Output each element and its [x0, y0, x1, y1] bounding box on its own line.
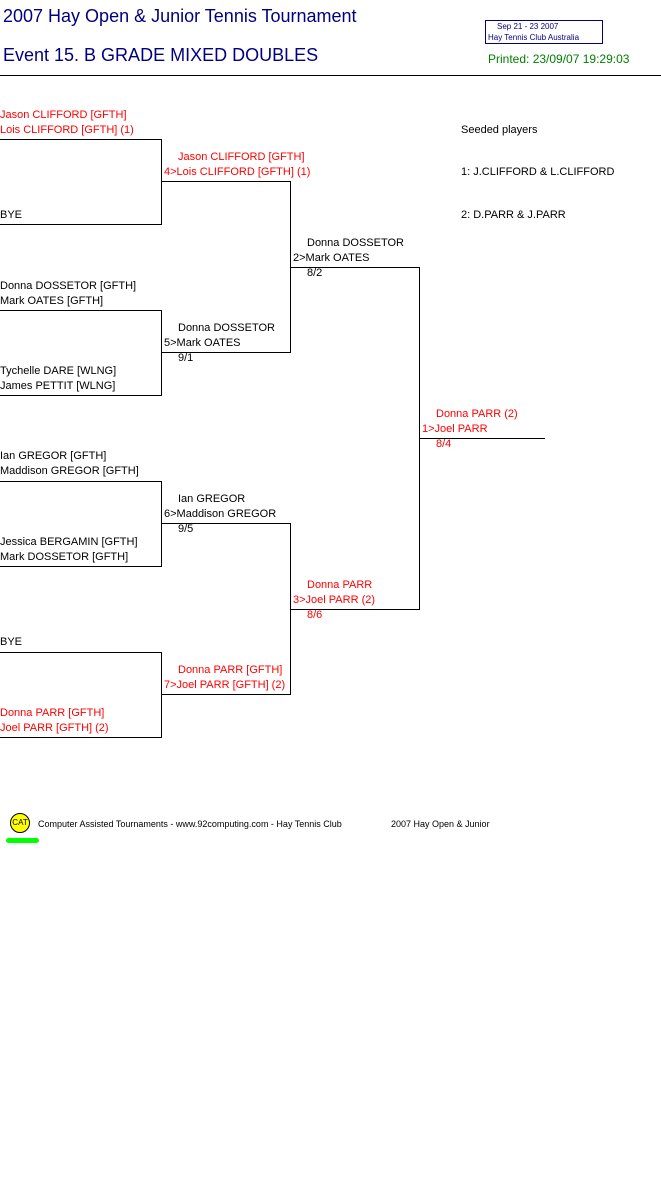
- semi-winner: 2>Mark OATES: [293, 252, 370, 264]
- footer-credit: Computer Assisted Tournaments - www.92co…: [38, 819, 342, 829]
- seed-2: 2: D.PARR & J.PARR: [461, 209, 566, 221]
- player-name: James PETTIT [WLNG]: [0, 380, 116, 392]
- player-name: Joel PARR [GFTH] (2): [0, 722, 109, 734]
- draw-connector: [161, 310, 162, 396]
- draw-line: [162, 181, 291, 182]
- player-name: Mark DOSSETOR [GFTH]: [0, 551, 129, 563]
- player-name: Donna PARR [GFTH]: [0, 707, 105, 719]
- match-winner: 5>Mark OATES: [164, 337, 241, 349]
- semi-winner: Donna PARR: [307, 579, 373, 591]
- draw-line: [162, 352, 291, 353]
- draw-line: [162, 523, 291, 524]
- seed-1: 1: J.CLIFFORD & L.CLIFFORD: [461, 166, 615, 178]
- match-winner: Jason CLIFFORD [GFTH]: [178, 151, 305, 163]
- match-winner: Donna PARR [GFTH]: [178, 664, 283, 676]
- draw-connector: [161, 481, 162, 567]
- draw-line: [0, 224, 162, 225]
- match-score: 9/1: [178, 352, 194, 364]
- draw-connector: [290, 181, 291, 353]
- draw-line: [0, 652, 162, 653]
- player-name: Lois CLIFFORD [GFTH] (1): [0, 124, 134, 136]
- info-club: Hay Tennis Club Australia: [488, 33, 580, 42]
- draw-connector: [161, 652, 162, 738]
- semi-winner: 3>Joel PARR (2): [293, 594, 376, 606]
- draw-line: [291, 267, 420, 268]
- draw-line: [0, 566, 162, 567]
- draw-connector: [419, 267, 420, 610]
- draw-line: [0, 139, 162, 140]
- player-name: BYE: [0, 636, 23, 648]
- player-name: Donna DOSSETOR [GFTH]: [0, 280, 137, 292]
- player-name: Maddison GREGOR [GFTH]: [0, 465, 139, 477]
- draw-line: [420, 438, 545, 439]
- player-name: Jessica BERGAMIN [GFTH]: [0, 536, 138, 548]
- cat-logo-icon: CAT: [10, 813, 30, 833]
- match-winner: Donna DOSSETOR: [178, 322, 276, 334]
- draw-line: [0, 310, 162, 311]
- match-score: 9/5: [178, 523, 194, 535]
- draw-line: [291, 609, 420, 610]
- match-winner: Ian GREGOR: [178, 493, 246, 505]
- draw-line: [162, 694, 291, 695]
- final-score: 8/4: [436, 438, 452, 450]
- champion: Donna PARR (2): [436, 408, 518, 420]
- info-dates: Sep 21 - 23 2007: [497, 22, 559, 31]
- tournament-info-box: Sep 21 - 23 2007 Hay Tennis Club Austral…: [485, 20, 603, 44]
- draw-connector: [290, 523, 291, 695]
- event-title: Event 15. B GRADE MIXED DOUBLES: [3, 45, 319, 65]
- draw-connector: [161, 139, 162, 225]
- player-name: Ian GREGOR [GFTH]: [0, 450, 107, 462]
- logo-swoosh-icon: [6, 838, 39, 843]
- match-winner: 7>Joel PARR [GFTH] (2): [164, 679, 286, 691]
- semi-winner: Donna DOSSETOR: [307, 237, 405, 249]
- player-name: Jason CLIFFORD [GFTH]: [0, 109, 127, 121]
- draw-line: [0, 737, 162, 738]
- player-name: BYE: [0, 209, 23, 221]
- match-winner: 4>Lois CLIFFORD [GFTH] (1): [164, 166, 311, 178]
- player-name: Tychelle DARE [WLNG]: [0, 365, 117, 377]
- semi-score: 8/6: [307, 609, 323, 621]
- seeded-heading: Seeded players: [461, 124, 538, 136]
- match-winner: 6>Maddison GREGOR: [164, 508, 277, 520]
- draw-line: [0, 395, 162, 396]
- footer-event: 2007 Hay Open & Junior: [391, 819, 490, 829]
- player-name: Mark OATES [GFTH]: [0, 295, 104, 307]
- tournament-title: 2007 Hay Open & Junior Tennis Tournament: [3, 6, 357, 26]
- semi-score: 8/2: [307, 267, 323, 279]
- champion: 1>Joel PARR: [422, 423, 488, 435]
- header-divider: [0, 75, 661, 76]
- draw-line: [0, 481, 162, 482]
- printed-timestamp: Printed: 23/09/07 19:29:03: [488, 52, 630, 66]
